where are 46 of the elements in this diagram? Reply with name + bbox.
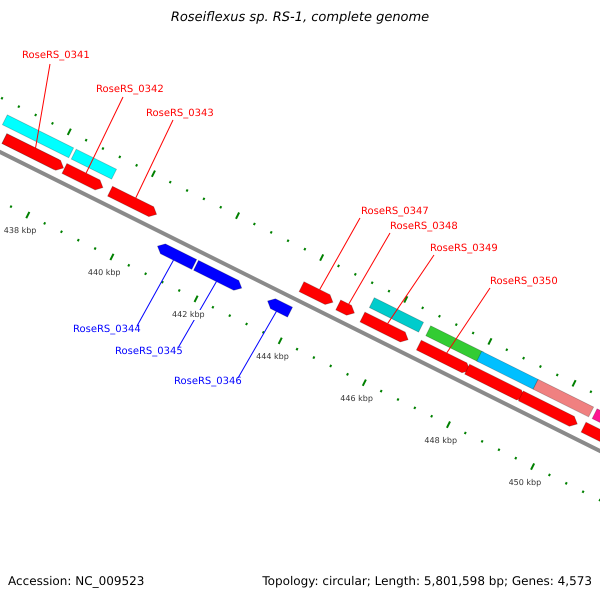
gene-label: RoseRS_0348 [390, 221, 458, 233]
gene-label: RoseRS_0345 [115, 346, 183, 358]
gene-block [298, 281, 334, 305]
gene-block [464, 364, 525, 400]
gene-block [267, 298, 294, 318]
footer-text: Topology: circular; Length: 5,801,598 bp; Genes: 4,573 [262, 574, 592, 588]
scale-label: 450 kbp [508, 478, 542, 488]
leader-line [319, 218, 360, 290]
gene-label: RoseRS_0341 [22, 50, 90, 62]
leader-line [387, 254, 434, 324]
gene-label: RoseRS_0349 [430, 243, 498, 255]
gene-label: RoseRS_0347 [361, 206, 429, 218]
scale-label: 440 kbp [88, 268, 121, 278]
gene-block [107, 186, 158, 218]
leader-line [136, 260, 174, 326]
scale-label: 448 kbp [424, 436, 458, 446]
gene-label: RoseRS_0342 [96, 84, 164, 96]
gene-block [156, 243, 198, 270]
feature-bar [368, 297, 424, 333]
leader-line [86, 96, 124, 174]
gene-label: RoseRS_0344 [73, 324, 141, 336]
feature-bar [476, 350, 539, 390]
gene-block [416, 340, 470, 374]
feature-bar [2, 114, 74, 158]
gene-block [518, 390, 578, 427]
leader-line [238, 311, 277, 378]
footer-text: Accession: NC_009523 [8, 574, 144, 588]
scale-label: 446 kbp [340, 394, 373, 404]
gene-label: RoseRS_0350 [490, 276, 558, 288]
leader-line [135, 120, 174, 198]
leader-line [35, 64, 50, 148]
gene-block [193, 260, 242, 291]
leader-line [348, 232, 390, 305]
gene-block [61, 162, 104, 190]
scale-label: 438 kbp [4, 226, 36, 236]
feature-bar [70, 148, 118, 180]
scale-label: 442 kbp [172, 310, 205, 320]
gene-block [359, 312, 409, 342]
feature-bar [532, 378, 594, 418]
gene-label: RoseRS_0346 [174, 376, 242, 388]
gene-block [335, 299, 355, 316]
feature-bar [425, 325, 484, 363]
gene-label: RoseRS_0343 [146, 108, 214, 120]
leader-line [446, 288, 490, 354]
scale-label: 444 kbp [256, 352, 289, 362]
map-title: Roseiflexus sp. RS-1, complete genome [170, 10, 430, 26]
